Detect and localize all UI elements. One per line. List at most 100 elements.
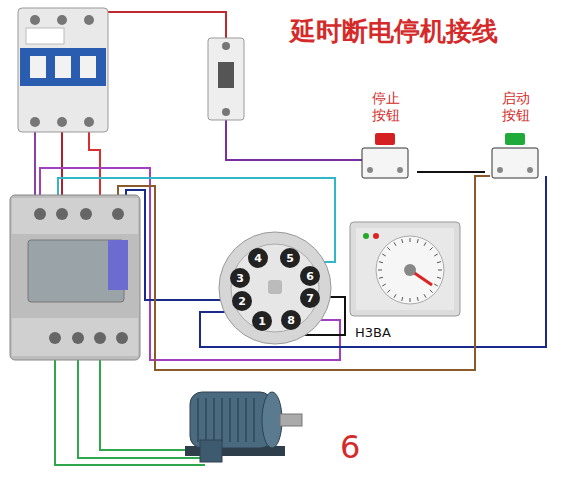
- button-label: 停止 按钮: [370, 90, 402, 124]
- timer-relay: [379, 262, 383, 263]
- timer-relay: [402, 239, 403, 243]
- motor: [200, 440, 222, 462]
- stop-button: [375, 133, 395, 145]
- figure-number: 6: [340, 428, 360, 466]
- motor: [197, 398, 199, 442]
- breaker-3pole: [80, 56, 96, 78]
- relay-socket: [280, 248, 300, 268]
- timer-relay: [376, 236, 444, 304]
- wire: [126, 190, 232, 300]
- motor: [245, 398, 247, 442]
- relay-socket: [232, 291, 252, 311]
- start-button: [492, 133, 538, 178]
- wire: [226, 120, 362, 160]
- pin-number: 8: [287, 314, 295, 327]
- timer-relay: [410, 238, 411, 242]
- push-button: 停止 按钮: [355, 88, 417, 186]
- contactor: [116, 332, 128, 344]
- pin-number: 6: [306, 270, 314, 283]
- timer-relay: [387, 247, 390, 250]
- timer-relay: [402, 297, 403, 301]
- breaker-3pole: [30, 15, 40, 25]
- stop-button: [367, 167, 373, 173]
- stop-button: [362, 148, 408, 178]
- breaker-3pole: [57, 117, 67, 127]
- timer-relay: [387, 290, 390, 293]
- breaker-3pole: [55, 56, 71, 78]
- contactor: [10, 195, 140, 360]
- pin-number: 2: [238, 295, 246, 308]
- contactor: [112, 208, 124, 220]
- timer-relay: [437, 262, 441, 263]
- timer-relay: [437, 277, 441, 278]
- contactor: [10, 195, 140, 360]
- wire: [89, 132, 100, 200]
- wire: [61, 132, 63, 200]
- contactor: [80, 208, 92, 220]
- contactor: [49, 332, 61, 344]
- timer-relay: [382, 284, 385, 286]
- relay-socket: [219, 232, 331, 344]
- relay-socket: [300, 288, 320, 308]
- push-button: 启动 按钮: [485, 88, 547, 186]
- motor: [229, 398, 231, 442]
- breaker-3pole: [84, 117, 94, 127]
- motor: [253, 398, 255, 442]
- relay-socket: [231, 244, 319, 332]
- breaker-1pole: [222, 42, 230, 50]
- contactor: [94, 332, 106, 344]
- timer-relay: [373, 233, 379, 239]
- timer-relay: [424, 242, 426, 245]
- breaker-1pole: [218, 62, 234, 88]
- motor: [280, 414, 302, 426]
- motor: [221, 398, 223, 442]
- start-button: [492, 148, 538, 178]
- wire: [118, 176, 490, 370]
- breaker-1pole: [208, 38, 244, 120]
- timer-relay: [430, 290, 433, 293]
- timer-relay: [417, 239, 418, 243]
- breaker-3pole: [18, 8, 108, 132]
- button-label: 启动 按钮: [500, 90, 532, 124]
- contactor: [72, 332, 84, 344]
- timer-relay: [410, 298, 411, 302]
- breaker-3pole: [26, 28, 64, 44]
- start-button: [527, 167, 533, 173]
- contactor: [108, 240, 128, 290]
- relay-socket: [252, 311, 272, 331]
- pin-number: 5: [286, 252, 294, 265]
- pin-number: 4: [254, 252, 262, 265]
- breaker-3pole: [84, 15, 94, 25]
- stop-button: [397, 167, 403, 173]
- timer-relay: [438, 270, 442, 271]
- motor: [205, 398, 207, 442]
- timer-relay: [350, 222, 460, 316]
- breaker-3pole: [30, 56, 46, 78]
- wire: [100, 360, 215, 450]
- timer-relay: [378, 238, 442, 302]
- breaker-3pole: [57, 15, 67, 25]
- timer-relay: [394, 242, 396, 245]
- contactor: [34, 208, 46, 220]
- relay-socket: [248, 248, 268, 268]
- breaker-3pole: [30, 117, 40, 127]
- timer-relay: [404, 264, 416, 276]
- timer-relay: [434, 254, 437, 256]
- wire: [200, 176, 546, 347]
- timer-relay: [424, 294, 426, 297]
- pin-number: 3: [236, 272, 244, 285]
- relay-socket: [219, 232, 331, 344]
- breaker-1pole: [222, 108, 230, 116]
- start-button: [505, 133, 525, 145]
- motor: [237, 398, 239, 442]
- timer-relay: [378, 270, 382, 271]
- motor: [262, 392, 282, 448]
- wire: [100, 12, 226, 40]
- title: 延时断电停机接线: [290, 14, 498, 49]
- stop-button: [362, 133, 408, 178]
- motor: [185, 392, 302, 462]
- start-button: [497, 167, 503, 173]
- relay-socket: [268, 280, 282, 294]
